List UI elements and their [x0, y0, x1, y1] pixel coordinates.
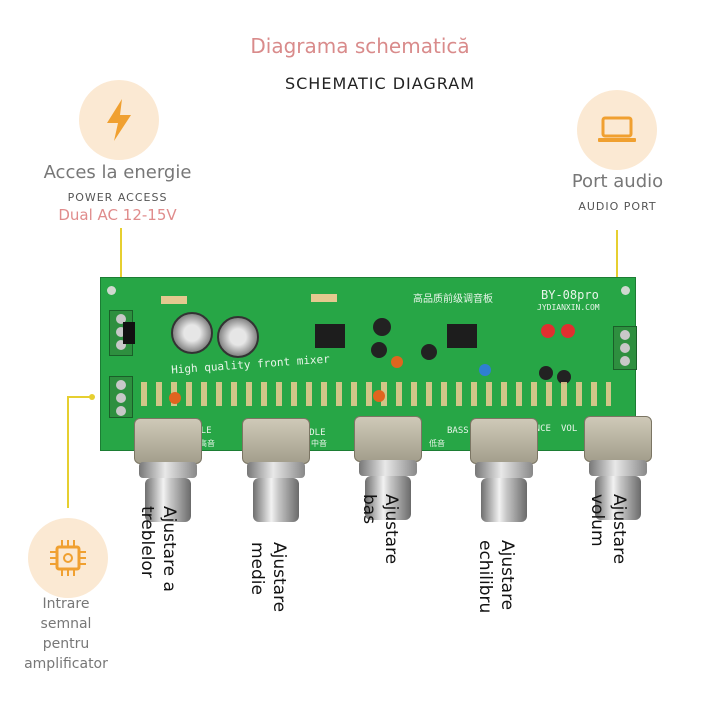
- title-ro: Diagrama schematică: [250, 34, 470, 58]
- ic-chip: [447, 324, 477, 348]
- input-leader-horizontal: [68, 396, 92, 398]
- capacitor: [217, 316, 259, 358]
- knob-label-line: bas: [359, 494, 379, 525]
- pot-collar: [589, 460, 647, 476]
- pcb-cn-title: 高品质前级调音板: [413, 294, 493, 305]
- film-capacitor: [373, 390, 385, 402]
- pot-collar: [247, 462, 305, 478]
- pot-collar: [359, 460, 417, 476]
- knob-label-treble: Ajustare a treblelor: [136, 506, 180, 592]
- input-label-line: amplificator: [24, 656, 108, 672]
- resistor: [161, 296, 187, 304]
- pot-shaft: [145, 478, 191, 522]
- knob-label-balance: Ajustare echilibru: [474, 540, 518, 613]
- input-label-line: Intrare: [42, 596, 90, 612]
- pcb-site: JYDIANXIN.COM: [537, 303, 600, 312]
- pot-shaft: [595, 476, 641, 520]
- film-capacitor: [169, 392, 181, 404]
- pot-shaft: [253, 478, 299, 522]
- led: [561, 324, 575, 338]
- small-capacitor: [421, 344, 437, 360]
- input-leader-dot: [89, 394, 95, 400]
- knob-label-line: Ajustare a: [159, 506, 179, 592]
- mount-hole: [107, 286, 116, 295]
- pcb-label-vol: VOL: [561, 424, 578, 434]
- power-label-en: POWER ACCESS: [67, 191, 168, 204]
- input-label: Intrare semnal pentru amplificator: [10, 594, 122, 674]
- blue-capacitor: [479, 364, 491, 376]
- small-capacitor: [371, 342, 387, 358]
- capacitor: [171, 312, 213, 354]
- knob-label-line: Ajustare: [609, 494, 629, 565]
- knob-label-bass: Ajustare bas: [358, 494, 402, 564]
- knob-label-line: Ajustare: [269, 542, 289, 613]
- knob-treble[interactable]: [134, 418, 202, 522]
- pcb-cn-label: 低音: [429, 439, 445, 448]
- output-terminal: [613, 326, 637, 370]
- knob-label-line: Ajustare: [497, 540, 517, 611]
- lightning-icon: [107, 99, 131, 141]
- pot-body: [470, 418, 538, 464]
- audio-label-ro: Port audio: [571, 171, 664, 192]
- knob-label-line: volum: [587, 494, 607, 547]
- knob-middle[interactable]: [242, 418, 310, 522]
- knob-label-middle: Ajustare medie: [246, 542, 290, 612]
- pot-collar: [139, 462, 197, 478]
- pot-shaft: [481, 478, 527, 522]
- mount-hole: [621, 286, 630, 295]
- pcb-label-bass: BASS: [447, 426, 469, 436]
- pot-body: [134, 418, 202, 464]
- knob-balance[interactable]: [470, 418, 538, 522]
- power-leader-line: [120, 228, 122, 320]
- knob-label-line: Ajustare: [381, 494, 401, 565]
- power-icon-circle: [79, 80, 159, 160]
- ic-chip: [315, 324, 345, 348]
- laptop-icon: [598, 116, 636, 142]
- audio-icon-circle: [577, 90, 657, 170]
- knob-label-line: echilibru: [475, 540, 495, 614]
- knob-label-volume: Ajustare volum: [586, 494, 630, 564]
- pot-body: [584, 416, 652, 462]
- pot-collar: [475, 462, 533, 478]
- pcb-cn-label: 中音: [311, 439, 327, 448]
- input-icon-circle: [28, 518, 108, 598]
- led: [541, 324, 555, 338]
- knob-label-line: treblelor: [137, 506, 157, 578]
- chip-icon: [50, 540, 86, 576]
- title-en: SCHEMATIC DIAGRAM: [284, 74, 476, 93]
- resistor: [311, 294, 337, 302]
- pot-body: [354, 416, 422, 462]
- power-spec: Dual AC 12-15V: [58, 206, 177, 224]
- pot-shaft: [365, 476, 411, 520]
- film-capacitor: [391, 356, 403, 368]
- pot-body: [242, 418, 310, 464]
- knob-label-line: medie: [247, 542, 267, 595]
- power-label-ro: Acces la energie: [43, 162, 192, 183]
- small-capacitor: [557, 370, 571, 384]
- small-capacitor: [373, 318, 391, 336]
- input-terminal: [109, 376, 133, 418]
- power-switch: [123, 322, 135, 344]
- input-label-line: pentru: [42, 636, 90, 652]
- pcb-slogan: High quality front mixer: [170, 352, 331, 377]
- pcb-cn-label: 高音: [199, 439, 215, 448]
- audio-label-en: AUDIO PORT: [578, 200, 657, 213]
- knob-bass[interactable]: [354, 416, 422, 520]
- pcb-model: BY-08pro: [541, 288, 599, 302]
- input-leader-vertical: [67, 396, 69, 508]
- input-label-line: semnal: [40, 616, 92, 632]
- small-capacitor: [539, 366, 553, 380]
- knob-volume[interactable]: [584, 416, 652, 520]
